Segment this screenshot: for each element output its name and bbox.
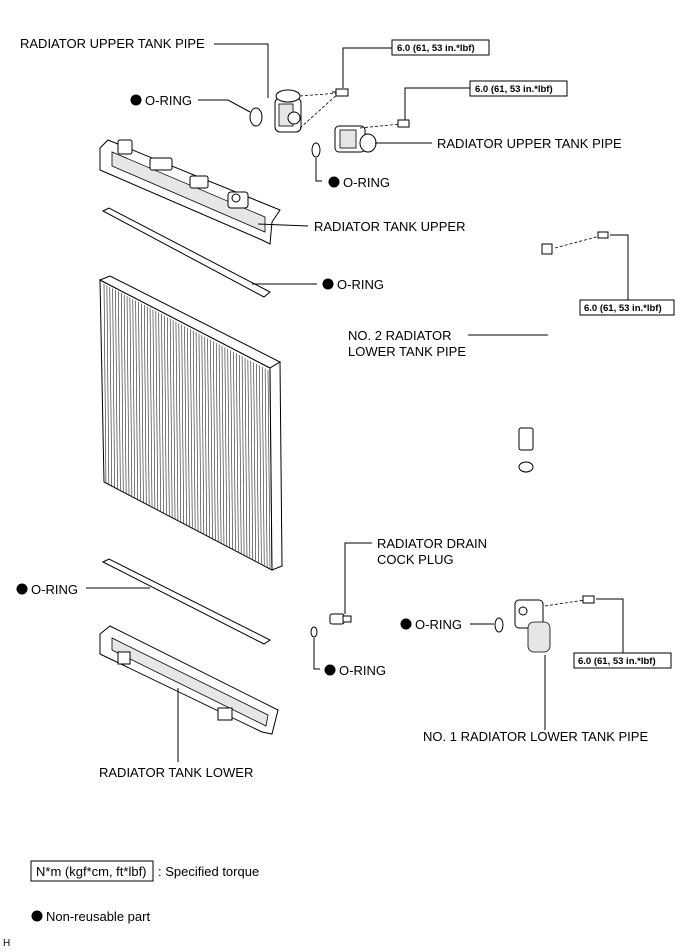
- leader-torque-2: [404, 87, 470, 120]
- torque-box-2: [469, 80, 568, 97]
- non-reusable-icon: [324, 664, 336, 676]
- legend-torque-box: [30, 860, 154, 882]
- label-o-ring-1: O-RING: [145, 93, 192, 108]
- bolt-upper-left: [332, 88, 349, 97]
- leader-o-ring-2: [315, 158, 322, 182]
- o-ring-upper-mid: [311, 142, 321, 158]
- corner-mark: H: [3, 938, 10, 949]
- radiator-core-part: [98, 275, 283, 571]
- label-tank-upper: RADIATOR TANK UPPER: [314, 219, 465, 234]
- label-o-ring-3: O-RING: [337, 277, 384, 292]
- non-reusable-icon: [322, 278, 334, 290]
- non-reusable-icon: [31, 910, 43, 922]
- no2-lower-tank-pipe-part: [518, 235, 601, 473]
- non-reusable-icon: [130, 94, 142, 106]
- torque-box-4: [573, 652, 672, 669]
- gasket-lower: [101, 558, 271, 645]
- non-reusable-icon: [328, 176, 340, 188]
- leader-o-ring-5: [313, 638, 320, 670]
- upper-tank-pipe-left-part: [274, 89, 341, 133]
- torque-box-1: [391, 39, 490, 56]
- non-reusable-icon: [16, 583, 28, 595]
- upper-tank-pipe-right-part: [334, 123, 401, 153]
- torque-value-2: 6.0 (61, 53 in.*lbf): [475, 84, 553, 95]
- o-ring-upper-left: [249, 107, 263, 127]
- legend-non-reusable: Non-reusable part: [46, 909, 150, 924]
- leader-upper-pipe-left: [214, 43, 269, 98]
- label-o-ring-6: O-RING: [415, 617, 462, 632]
- label-drain-cock-line2: COCK PLUG: [377, 552, 454, 567]
- drain-cock-plug-part: [329, 613, 352, 625]
- leader-o-ring-1: [198, 99, 251, 113]
- bolt-no1-pipe: [582, 595, 595, 604]
- label-no2-pipe-line1: NO. 2 RADIATOR: [348, 328, 452, 343]
- label-o-ring-4: O-RING: [31, 582, 78, 597]
- gasket-upper: [101, 207, 271, 298]
- torque-box-3: [579, 299, 675, 316]
- radiator-tank-lower-part: [99, 625, 279, 735]
- torque-value-1: 6.0 (61, 53 in.*lbf): [397, 43, 475, 54]
- torque-value-3: 6.0 (61, 53 in.*lbf): [584, 303, 662, 314]
- o-ring-drain: [310, 626, 318, 638]
- label-o-ring-5: O-RING: [339, 663, 386, 678]
- label-drain-cock-line1: RADIATOR DRAIN: [377, 536, 487, 551]
- bolt-no2-pipe: [597, 231, 609, 239]
- label-no1-pipe: NO. 1 RADIATOR LOWER TANK PIPE: [423, 729, 648, 744]
- label-tank-lower: RADIATOR TANK LOWER: [99, 765, 253, 780]
- torque-value-4: 6.0 (61, 53 in.*lbf): [578, 656, 656, 667]
- label-upper-tank-pipe-left: RADIATOR UPPER TANK PIPE: [20, 36, 205, 51]
- no1-lower-tank-pipe-part: [514, 599, 586, 653]
- radiator-tank-upper-part: [99, 139, 281, 245]
- label-no2-pipe-line2: LOWER TANK PIPE: [348, 344, 466, 359]
- o-ring-no1: [494, 617, 504, 633]
- label-upper-tank-pipe-right: RADIATOR UPPER TANK PIPE: [437, 136, 622, 151]
- legend-torque-units: N*m (kgf*cm, ft*lbf): [36, 864, 147, 879]
- bolt-upper-right: [397, 119, 410, 128]
- leader-drain-cock: [344, 542, 372, 614]
- leader-torque-1: [342, 47, 392, 88]
- leader-tank-upper: [257, 223, 309, 227]
- leader-torque-4: [596, 598, 624, 653]
- leader-torque-3: [610, 234, 629, 300]
- non-reusable-icon: [400, 618, 412, 630]
- label-o-ring-2: O-RING: [343, 175, 390, 190]
- legend-torque-desc: : Specified torque: [158, 864, 259, 879]
